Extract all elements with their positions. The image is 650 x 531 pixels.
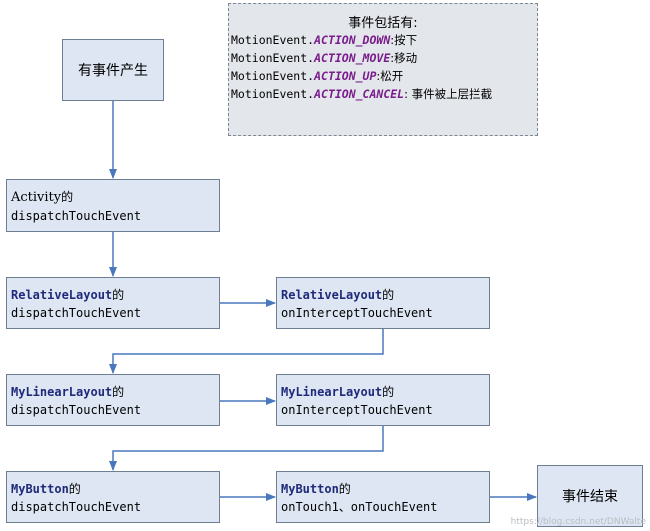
linear-layout-intercept-node: MyLinearLayout的 onInterceptTouchEvent — [276, 374, 490, 426]
node-method: onInterceptTouchEvent — [281, 306, 433, 320]
node-class-name: MyLinearLayout — [11, 385, 113, 399]
activity-dispatch-node: Activity的 dispatchTouchEvent — [6, 179, 220, 232]
node-method: dispatchTouchEvent — [11, 209, 142, 223]
event-types-note: 事件包括有: MotionEvent.ACTION_DOWN:按下 Motion… — [228, 3, 538, 136]
note-title: 事件包括有: — [348, 16, 418, 31]
linear-layout-dispatch-node: MyLinearLayout的 dispatchTouchEvent — [6, 374, 220, 426]
node-class-name: MyLinearLayout — [281, 385, 383, 399]
node-method: dispatchTouchEvent — [11, 306, 142, 320]
node-class-name: RelativeLayout — [281, 288, 383, 302]
note-event: MotionEvent.ACTION_MOVE:移动 — [231, 51, 418, 65]
arrow-linear-intercept-to-button-dispatch — [109, 426, 384, 471]
node-method: onTouch1、onTouchEvent — [281, 500, 438, 514]
note-event: MotionEvent.ACTION_UP:松开 — [231, 69, 404, 83]
arrow-relative-intercept-to-linear-dispatch — [109, 329, 384, 374]
note-event: MotionEvent.ACTION_CANCEL: 事件被上层拦截 — [231, 87, 493, 101]
relative-layout-intercept-node: RelativeLayout的 onInterceptTouchEvent — [276, 277, 490, 329]
node-class-name: MyButton — [281, 482, 339, 496]
relative-layout-dispatch-node: RelativeLayout的 dispatchTouchEvent — [6, 277, 220, 329]
end-label: 事件结束 — [562, 489, 618, 505]
note-event: MotionEvent.ACTION_DOWN:按下 — [231, 33, 418, 47]
node-class-name: MyButton — [11, 482, 69, 496]
node-method: dispatchTouchEvent — [11, 403, 142, 417]
end-node: 事件结束 — [537, 465, 643, 527]
watermark: https://blog.csdn.net/DNWalte — [510, 517, 646, 527]
node-class-name: RelativeLayout — [11, 288, 113, 302]
node-method: onInterceptTouchEvent — [281, 403, 433, 417]
start-label: 有事件产生 — [78, 63, 148, 79]
node-class-name: Activity — [11, 190, 62, 205]
button-dispatch-node: MyButton的 dispatchTouchEvent — [6, 471, 220, 523]
button-ontouch-node: MyButton的 onTouch1、onTouchEvent — [276, 471, 490, 523]
node-method: dispatchTouchEvent — [11, 500, 142, 514]
start-node: 有事件产生 — [62, 39, 164, 101]
